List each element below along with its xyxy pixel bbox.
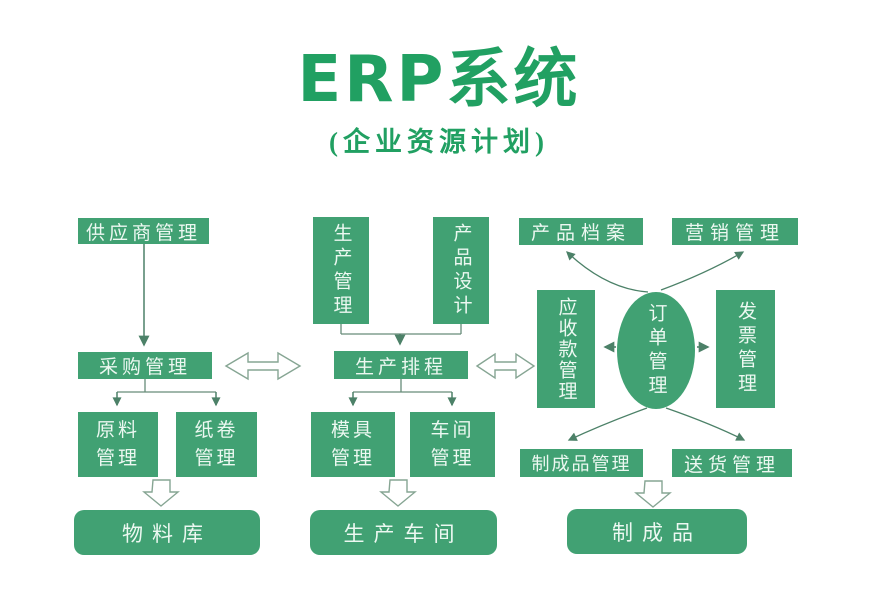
node-workshop-management: 车间 管理 [410,412,495,477]
node-finished-products: 制成品 [567,509,747,554]
node-production-workshop: 生产车间 [310,510,497,555]
block-arrow-to-material-store [142,479,180,507]
merge-production-design [340,324,462,335]
block-arrow-to-production-workshop [379,479,417,507]
node-production-scheduling: 生产排程 [334,351,468,379]
fork-purchasing [117,379,216,393]
node-raw-material-management: 原料 管理 [78,412,158,477]
node-accounts-receivable-management: 应收款管理 [537,290,595,408]
node-finished-product-management: 制成品管理 [520,449,643,477]
double-arrow-schedule-receivables [475,352,536,380]
node-supplier-management: 供应商管理 [78,218,209,244]
node-paper-roll-management: 纸卷 管理 [176,412,257,477]
curve-order-to-product-archive [566,251,649,293]
node-delivery-management: 送货管理 [672,449,792,477]
node-marketing-management: 营销管理 [672,218,798,245]
diagram-title: ERP系统 [297,43,581,117]
fork-schedule [353,379,452,393]
node-purchasing-management: 采购管理 [78,352,212,379]
node-invoice-management: 发票管理 [716,290,775,408]
node-material-warehouse: 物料库 [74,510,260,555]
node-order-management: 订单管理 [617,292,695,409]
node-mold-management: 模具 管理 [311,412,395,477]
curve-order-to-marketing [660,251,745,291]
diagram-subtitle: (企业资源计划) [329,127,549,157]
node-production-management: 生产管理 [313,217,369,324]
curve-order-to-delivery [665,407,746,441]
curve-order-to-finished-goods-mgmt [567,407,648,441]
node-product-archive: 产品档案 [519,218,643,245]
block-arrow-to-finished-goods [634,480,672,508]
node-product-design: 产品设计 [433,217,489,324]
double-arrow-purchasing-schedule [224,351,302,381]
